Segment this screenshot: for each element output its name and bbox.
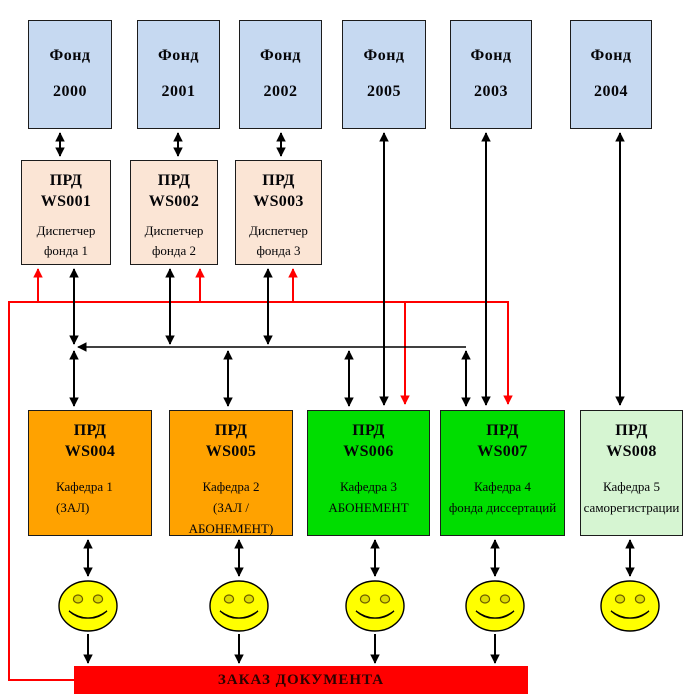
prd-label: ПРД xyxy=(49,172,83,189)
user-smiley-icon xyxy=(345,580,405,632)
fund-year: 2001 xyxy=(161,83,196,100)
prd-label: ПРД xyxy=(615,422,648,439)
station-box-ws006: ПРД WS006 Кафедра 3 АБОНЕМЕНТ xyxy=(307,410,430,536)
fund-year: 2000 xyxy=(53,83,87,100)
user-smiley-icon xyxy=(465,580,525,632)
dept-label: Кафедра 2 xyxy=(202,479,260,494)
dept-note: АБОНЕМЕНТ xyxy=(328,500,409,515)
fund-box-2004: Фонд 2004 xyxy=(570,20,652,129)
fund-label: Фонд xyxy=(157,47,200,64)
order-bar: ЗАКАЗ ДОКУМЕНТА xyxy=(74,666,528,694)
ws-id: WS005 xyxy=(205,443,257,460)
fund-year: 2003 xyxy=(474,83,508,100)
fund-label: Фонд xyxy=(259,47,302,64)
dept-label: Кафедра 3 xyxy=(340,479,397,494)
user-smiley-icon xyxy=(209,580,269,632)
dept-note: фонда диссертаций xyxy=(448,500,557,515)
black-exchange-lines xyxy=(55,132,635,664)
ws-id: WS002 xyxy=(148,193,200,210)
prd-label: ПРД xyxy=(262,172,295,189)
fund-year: 2002 xyxy=(263,83,298,100)
prd-label: ПРД xyxy=(352,422,385,439)
fund-label: Фонд xyxy=(49,47,91,64)
role-line2: фонда 2 xyxy=(151,243,196,258)
prd-label: ПРД xyxy=(214,422,248,439)
role-line2: фонда 3 xyxy=(256,243,301,258)
station-box-ws007: ПРД WS007 Кафедра 4 фонда диссертаций xyxy=(440,410,565,536)
user-smiley-icon xyxy=(600,580,660,632)
fund-year: 2005 xyxy=(367,83,401,100)
ws-id: WS004 xyxy=(64,443,116,460)
ws-id: WS007 xyxy=(477,443,528,460)
prd-label: ПРД xyxy=(73,422,107,439)
role-line2: фонда 1 xyxy=(43,243,88,258)
dept-note: (ЗАЛ) xyxy=(56,500,90,515)
prd-label: ПРД xyxy=(486,422,519,439)
ws-id: WS001 xyxy=(40,193,92,210)
role-line1: Диспетчер xyxy=(36,223,96,238)
dept-note: (ЗАЛ / АБОНЕМЕНТ) xyxy=(188,500,274,536)
dispatcher-box-ws002: ПРД WS002 Диспетчер фонда 2 xyxy=(130,160,218,265)
fund-box-2005: Фонд 2005 xyxy=(342,20,426,129)
role-line1: Диспетчер xyxy=(249,223,308,238)
dispatcher-box-ws003: ПРД WS003 Диспетчер фонда 3 xyxy=(235,160,322,265)
dept-label: Кафедра 1 xyxy=(56,479,113,494)
fund-box-2003: Фонд 2003 xyxy=(450,20,532,129)
ws-id: WS008 xyxy=(606,443,657,460)
fund-box-2001: Фонд 2001 xyxy=(137,20,220,129)
dept-note: саморегистрации xyxy=(583,500,680,515)
dispatcher-box-ws001: ПРД WS001 Диспетчер фонда 1 xyxy=(21,160,111,265)
dept-label: Кафедра 5 xyxy=(603,479,660,494)
fund-label: Фонд xyxy=(470,47,512,64)
fund-label: Фонд xyxy=(590,47,632,64)
ws-id: WS006 xyxy=(343,443,394,460)
red-feeder-path xyxy=(8,301,513,681)
ws-id: WS003 xyxy=(253,193,304,210)
fund-label: Фонд xyxy=(363,47,405,64)
prd-label: ПРД xyxy=(157,172,191,189)
station-box-ws005: ПРД WS005 Кафедра 2 (ЗАЛ / АБОНЕМЕНТ) xyxy=(169,410,293,536)
role-line1: Диспетчер xyxy=(144,223,204,238)
station-box-ws008: ПРД WS008 Кафедра 5 саморегистрации xyxy=(580,410,683,536)
fund-box-2000: Фонд 2000 xyxy=(28,20,112,129)
station-box-ws004: ПРД WS004 Кафедра 1 (ЗАЛ) xyxy=(28,410,152,536)
dept-label: Кафедра 4 xyxy=(474,479,531,494)
fund-year: 2004 xyxy=(594,83,628,100)
user-smiley-icon xyxy=(58,580,118,632)
red-order-flow-lines xyxy=(8,268,513,681)
fund-box-2002: Фонд 2002 xyxy=(239,20,322,129)
